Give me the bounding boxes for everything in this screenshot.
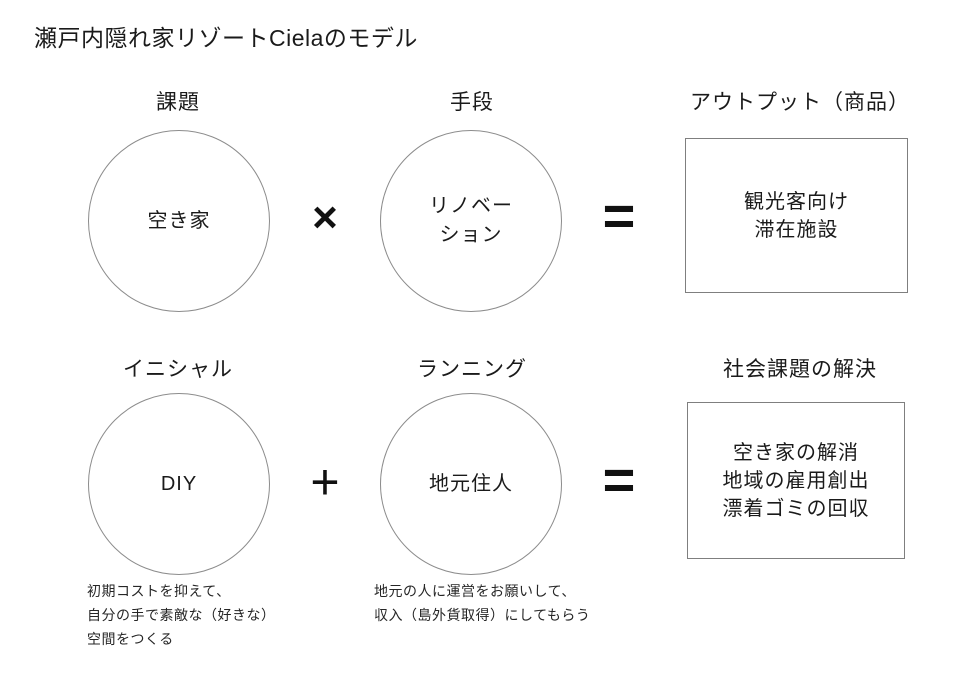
header-issue: 課題 [156, 91, 200, 114]
circle-local-residents: 地元住人 [380, 393, 562, 575]
circle-diy-label: DIY [160, 472, 198, 495]
circle-renovation-label: リノベー ション [429, 195, 513, 246]
circle-diy: DIY [88, 393, 270, 575]
circle-vacant-house: 空き家 [88, 130, 270, 312]
equals-operator-row1: = [602, 184, 636, 247]
header-initial-cost: イニシャル [123, 358, 233, 381]
page-title: 瀬戸内隠れ家リゾートCielaのモデル [34, 25, 418, 51]
output-box-lodging-label: 観光客向け 滞在施設 [744, 190, 849, 241]
circle-renovation: リノベー ション [380, 130, 562, 312]
note-initial-cost: 初期コストを抑えて、 自分の手で素敵な（好きな） 空間をつくる [87, 583, 276, 647]
multiply-operator: × [312, 193, 338, 242]
output-box-social-impact-label: 空き家の解消 地域の雇用創出 漂着ゴミの回収 [722, 441, 870, 520]
equals-operator-row2: = [602, 448, 636, 511]
circle-vacant-house-label: 空き家 [147, 209, 211, 232]
output-box-lodging: 観光客向け 滞在施設 [685, 138, 908, 293]
header-running-cost: ランニング [417, 358, 527, 381]
header-means: 手段 [450, 91, 494, 114]
header-social-issue-solution: 社会課題の解決 [723, 358, 877, 381]
note-running-operation: 地元の人に運営をお願いして、 収入（島外貨取得）にしてもらう [374, 583, 591, 623]
header-output-product: アウトプット（商品） [690, 91, 910, 114]
circle-local-residents-label: 地元住人 [429, 472, 513, 495]
plus-operator: + [310, 454, 340, 510]
output-box-social-impact: 空き家の解消 地域の雇用創出 漂着ゴミの回収 [687, 402, 905, 559]
